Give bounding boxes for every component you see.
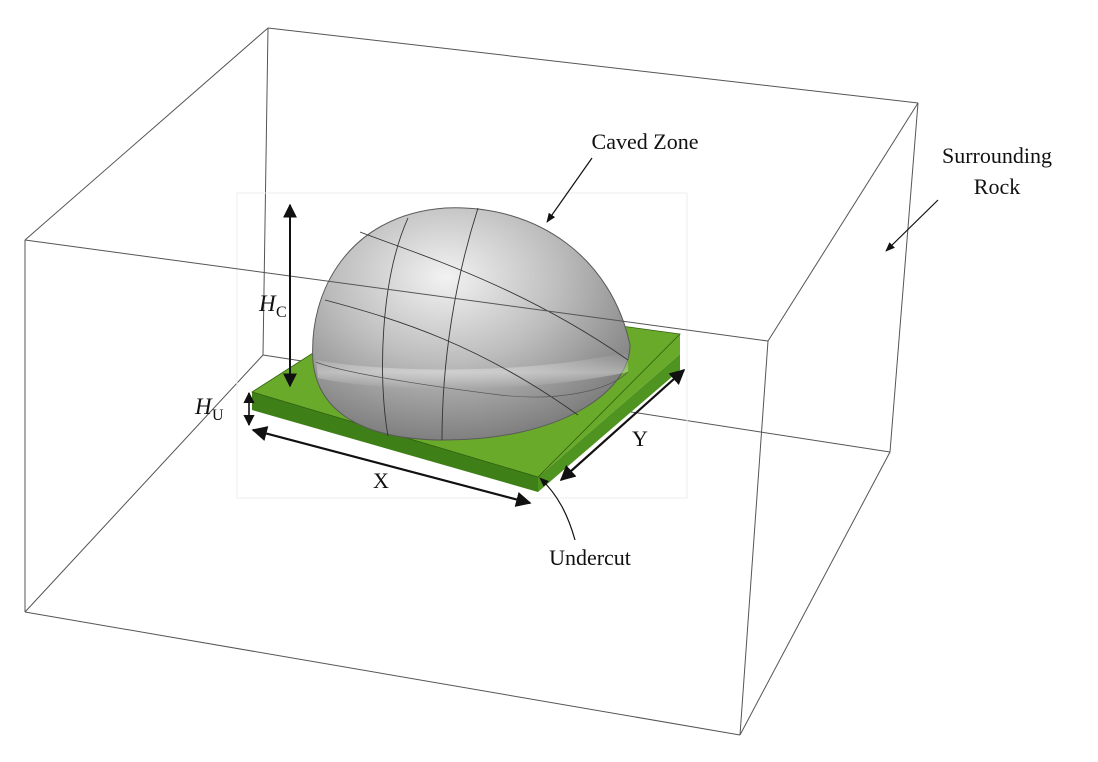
hc-label: H C bbox=[258, 291, 287, 321]
hc-symbol: H bbox=[258, 291, 277, 316]
surrounding-rock-label-line1: Surrounding bbox=[942, 143, 1052, 168]
hu-subscript: U bbox=[212, 407, 224, 424]
hc-subscript: C bbox=[276, 304, 287, 321]
caved-zone-leader bbox=[546, 157, 593, 223]
y-dimension-label: Y bbox=[632, 426, 648, 451]
surrounding-rock-label-line2: Rock bbox=[974, 174, 1020, 199]
x-dimension-label: X bbox=[373, 468, 389, 493]
leader-arrows bbox=[539, 157, 939, 541]
dimension-arrows bbox=[243, 203, 686, 507]
y-dimension-arrow bbox=[559, 368, 686, 482]
undercut-leader bbox=[539, 477, 576, 541]
caved-zone-dome bbox=[312, 207, 631, 441]
hu-symbol: H bbox=[194, 394, 213, 419]
hu-label: H U bbox=[194, 394, 224, 424]
x-dimension-arrow bbox=[251, 426, 532, 507]
undercut-label: Undercut bbox=[549, 545, 631, 570]
caved-zone-label: Caved Zone bbox=[592, 129, 699, 154]
surrounding-rock-box-front bbox=[24, 102, 919, 736]
surrounding-rock-leader bbox=[885, 199, 939, 252]
